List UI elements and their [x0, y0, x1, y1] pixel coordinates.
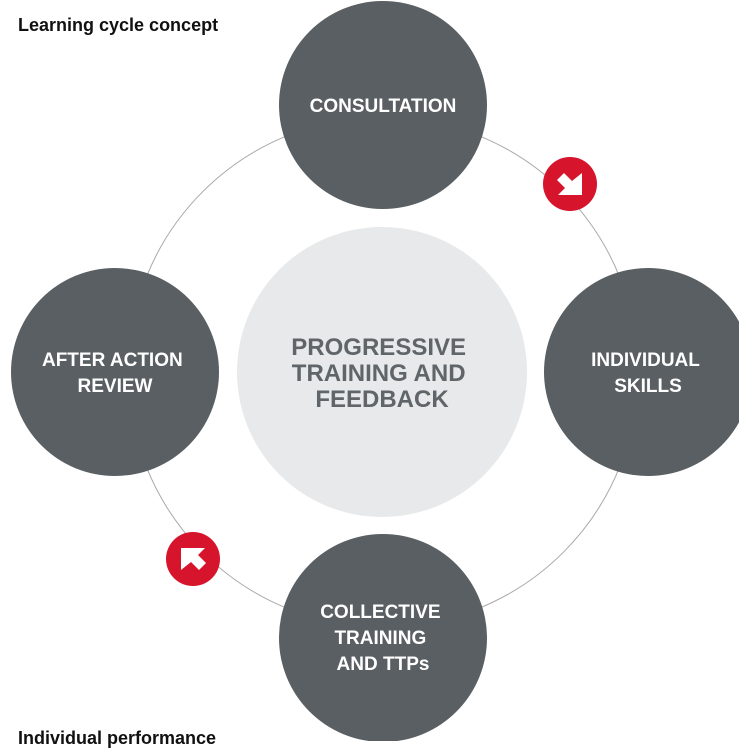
node-collective-training-label: COLLECTIVE TRAINING AND TTPs	[320, 602, 446, 675]
center-label-line: FEEDBACK	[315, 386, 449, 413]
node-label-line: AND TTPs	[337, 654, 430, 675]
node-collective-training	[279, 534, 487, 741]
node-consultation	[279, 1, 487, 209]
node-individual-skills-label: INDIVIDUAL SKILLS	[591, 350, 705, 397]
node-after-action-review-label: AFTER ACTION REVIEW	[42, 350, 188, 397]
page-title: Learning cycle concept	[18, 15, 219, 35]
node-label-line: TRAINING	[334, 628, 426, 649]
node-label-line: COLLECTIVE	[320, 602, 440, 623]
arrow-badge-icon	[543, 157, 597, 211]
section-heading: Individual performance	[18, 728, 217, 748]
node-label-line: INDIVIDUAL	[591, 350, 700, 371]
arrow-badge-icon	[166, 532, 220, 586]
node-label-line: AFTER ACTION	[42, 350, 183, 371]
node-after-action-review	[11, 268, 219, 476]
center-label: PROGRESSIVE TRAINING AND FEEDBACK	[291, 334, 472, 413]
node-label-line: CONSULTATION	[310, 96, 457, 117]
node-label-line: REVIEW	[78, 376, 153, 397]
center-label-line: TRAINING AND	[292, 360, 466, 387]
center-label-line: PROGRESSIVE	[291, 334, 466, 361]
node-label-line: SKILLS	[614, 376, 682, 397]
node-individual-skills	[544, 268, 739, 476]
node-consultation-label: CONSULTATION	[310, 96, 457, 117]
center-circle	[237, 227, 527, 517]
